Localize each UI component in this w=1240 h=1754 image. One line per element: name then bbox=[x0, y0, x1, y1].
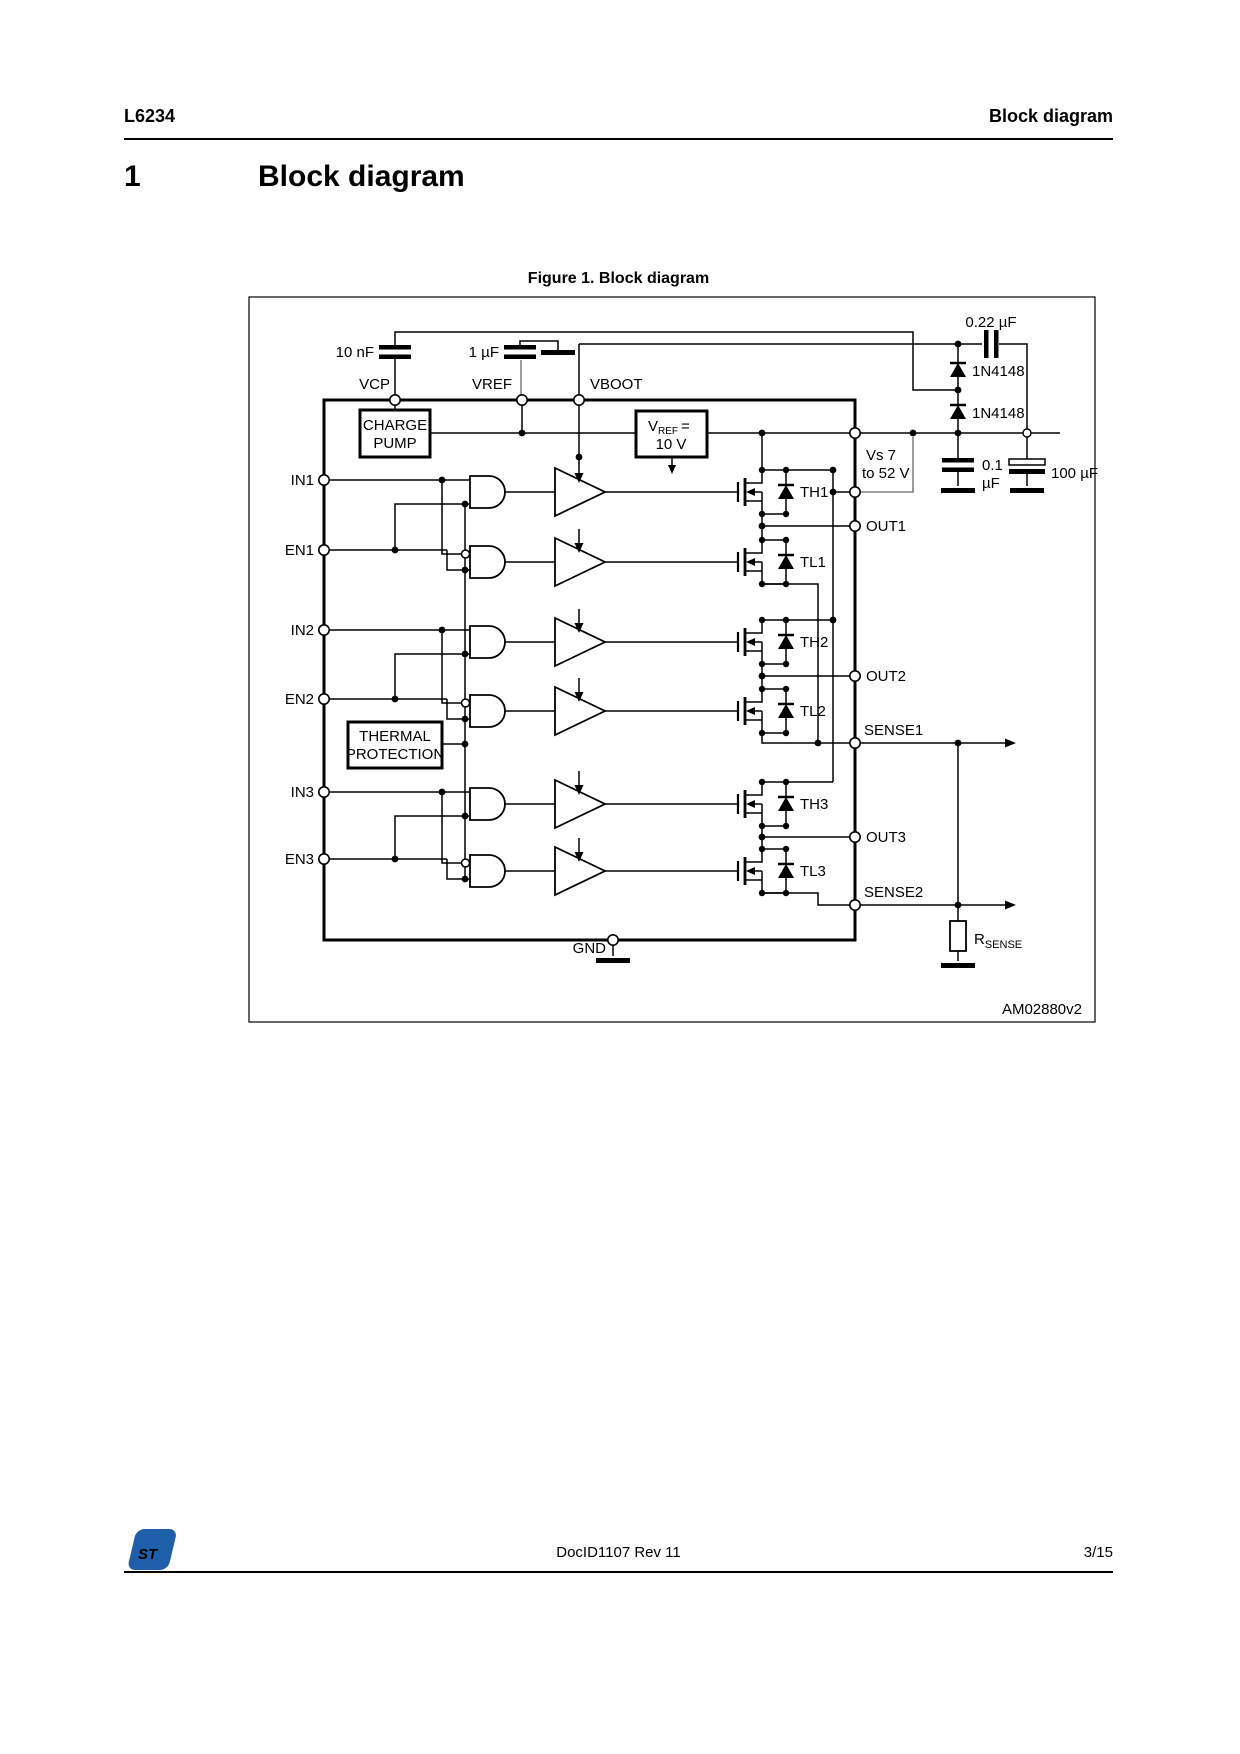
section-title: Block diagram bbox=[258, 160, 465, 193]
figure-code: AM02880v2 bbox=[1002, 1001, 1082, 1018]
vref-block-label-2: 10 V bbox=[656, 436, 687, 453]
st-logo: ST bbox=[128, 1526, 178, 1577]
capacitor-0p22uf-symbol bbox=[984, 330, 999, 358]
mosfet-th3-label: TH3 bbox=[800, 796, 828, 813]
and-gates bbox=[462, 475, 556, 887]
ground-symbols bbox=[541, 350, 1044, 968]
cap-1uf-label: 1 µF bbox=[469, 344, 499, 361]
figure-border bbox=[248, 296, 1096, 1023]
sense-resistor-symbol bbox=[949, 920, 967, 952]
footer-doc-id: DocID1107 Rev 11 bbox=[556, 1544, 681, 1561]
pin-vcp-label: VCP bbox=[359, 376, 390, 393]
charge-pump-block: CHARGE PUMP bbox=[358, 408, 432, 459]
vref-regulator-block: VREF= 10 V bbox=[634, 409, 709, 459]
pin-out1-label: OUT1 bbox=[866, 518, 906, 535]
pin-out3-label: OUT3 bbox=[866, 829, 906, 846]
st-logo-text: ST bbox=[138, 1546, 159, 1563]
pin-gnd-label: GND bbox=[573, 940, 607, 957]
header-chapter: Block diagram bbox=[988, 106, 1113, 126]
capacitor-10nf-symbol bbox=[379, 345, 411, 359]
pin-out2-label: OUT2 bbox=[866, 668, 906, 685]
thermal-protection-block: THERMAL PROTECTION bbox=[346, 720, 444, 770]
thermal-label-1: THERMAL bbox=[359, 728, 431, 745]
mosfet-tl1-label: TL1 bbox=[800, 554, 826, 571]
charge-pump-label-2: PUMP bbox=[373, 435, 416, 452]
vref-block-label-1: VREF= bbox=[648, 418, 690, 437]
pin-terminals bbox=[317, 393, 1032, 947]
capacitor-100uf-symbol bbox=[1008, 458, 1046, 474]
ic-body-border bbox=[322, 398, 857, 942]
pin-in2-label: IN2 bbox=[291, 622, 314, 639]
figure-caption: Figure 1. Block diagram bbox=[527, 270, 710, 287]
pin-vref-label: VREF bbox=[472, 376, 512, 393]
footer-page-number: 3/15 bbox=[1083, 1544, 1113, 1561]
cap-01uf-label-1: 0.1 bbox=[982, 457, 1003, 474]
cap-01uf-label-2: µF bbox=[982, 475, 1000, 492]
mosfet-th2-label: TH2 bbox=[800, 634, 828, 651]
mosfet-tl3-label: TL3 bbox=[800, 863, 826, 880]
thermal-label-2: PROTECTION bbox=[346, 746, 444, 763]
rsense-label: RSENSE bbox=[974, 931, 1022, 951]
footer-rule bbox=[124, 1571, 1113, 1573]
pin-en2-label: EN2 bbox=[285, 691, 314, 708]
diode2-label: 1N4148 bbox=[972, 405, 1025, 422]
power-mosfets bbox=[736, 465, 796, 898]
header-rule bbox=[124, 138, 1113, 140]
pin-vboot-label: VBOOT bbox=[590, 376, 643, 393]
driver-buffers bbox=[554, 458, 606, 896]
supply-label-1: Vs 7 bbox=[866, 447, 896, 464]
header-doc-number: L6234 bbox=[124, 106, 176, 126]
mosfet-tl2-label: TL2 bbox=[800, 703, 826, 720]
diode1-label: 1N4148 bbox=[972, 363, 1025, 380]
cap-100uf-label: 100 µF bbox=[1051, 465, 1098, 482]
pin-sense1-label: SENSE1 bbox=[864, 722, 923, 739]
mosfet-th1-label: TH1 bbox=[800, 484, 828, 501]
section-number: 1 bbox=[124, 160, 141, 193]
cap-10nf-label: 10 nF bbox=[336, 344, 374, 361]
supply-label-2: to 52 V bbox=[862, 465, 910, 482]
sense-arrows bbox=[1005, 738, 1016, 910]
charge-pump-label-1: CHARGE bbox=[363, 417, 427, 434]
pin-sense2-label: SENSE2 bbox=[864, 884, 923, 901]
pin-in3-label: IN3 bbox=[291, 784, 314, 801]
cap-022uf-label: 0.22 µF bbox=[965, 314, 1016, 331]
pin-en1-label: EN1 bbox=[285, 542, 314, 559]
pin-en3-label: EN3 bbox=[285, 851, 314, 868]
capacitor-0p1uf-symbol bbox=[942, 458, 974, 472]
pin-in1-label: IN1 bbox=[291, 472, 314, 489]
capacitor-1uf-symbol bbox=[504, 345, 536, 359]
